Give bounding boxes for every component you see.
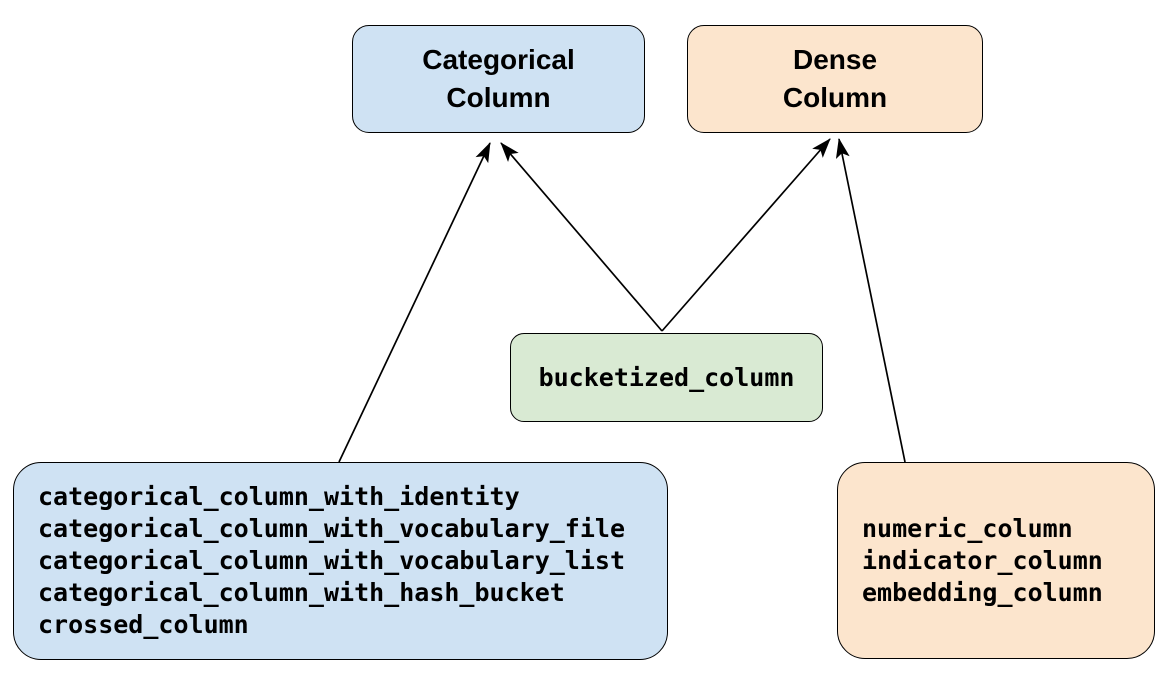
categorical-function-item: categorical_column_with_vocabulary_list [38, 546, 625, 575]
node-categorical-functions: categorical_column_with_identity categor… [13, 462, 668, 660]
arrow-bucketized-to-categorical-column [500, 142, 663, 332]
dense-function-item: numeric_column [862, 513, 1073, 543]
node-dense-column: Dense Column [687, 25, 983, 133]
categorical-function-item: crossed_column [38, 610, 249, 639]
categorical-function-item: categorical_column_with_hash_bucket [38, 578, 565, 607]
node-bucketized-column-label: bucketized_column [538, 362, 795, 392]
dense-function-item: embedding_column [862, 577, 1103, 607]
node-bucketized-column: bucketized_column [510, 333, 823, 422]
dense-function-item: indicator_column [862, 545, 1103, 575]
node-categorical-column: Categorical Column [352, 25, 645, 133]
node-dense-column-label-line2: Column [782, 82, 888, 113]
categorical-function-item: categorical_column_with_vocabulary_file [38, 514, 625, 543]
node-categorical-column-label-line2: Column [446, 82, 551, 113]
arrow-bucketized-to-dense-column [661, 138, 831, 332]
categorical-function-item: categorical_column_with_identity [38, 482, 520, 511]
arrow-categorical-functions-to-categorical-column [338, 142, 491, 463]
arrow-dense-functions-to-dense-column [835, 138, 906, 463]
node-dense-functions: numeric_column indicator_column embeddin… [837, 462, 1155, 659]
node-dense-column-label-line1: Dense [792, 44, 878, 75]
node-categorical-column-label-line1: Categorical [422, 44, 575, 75]
